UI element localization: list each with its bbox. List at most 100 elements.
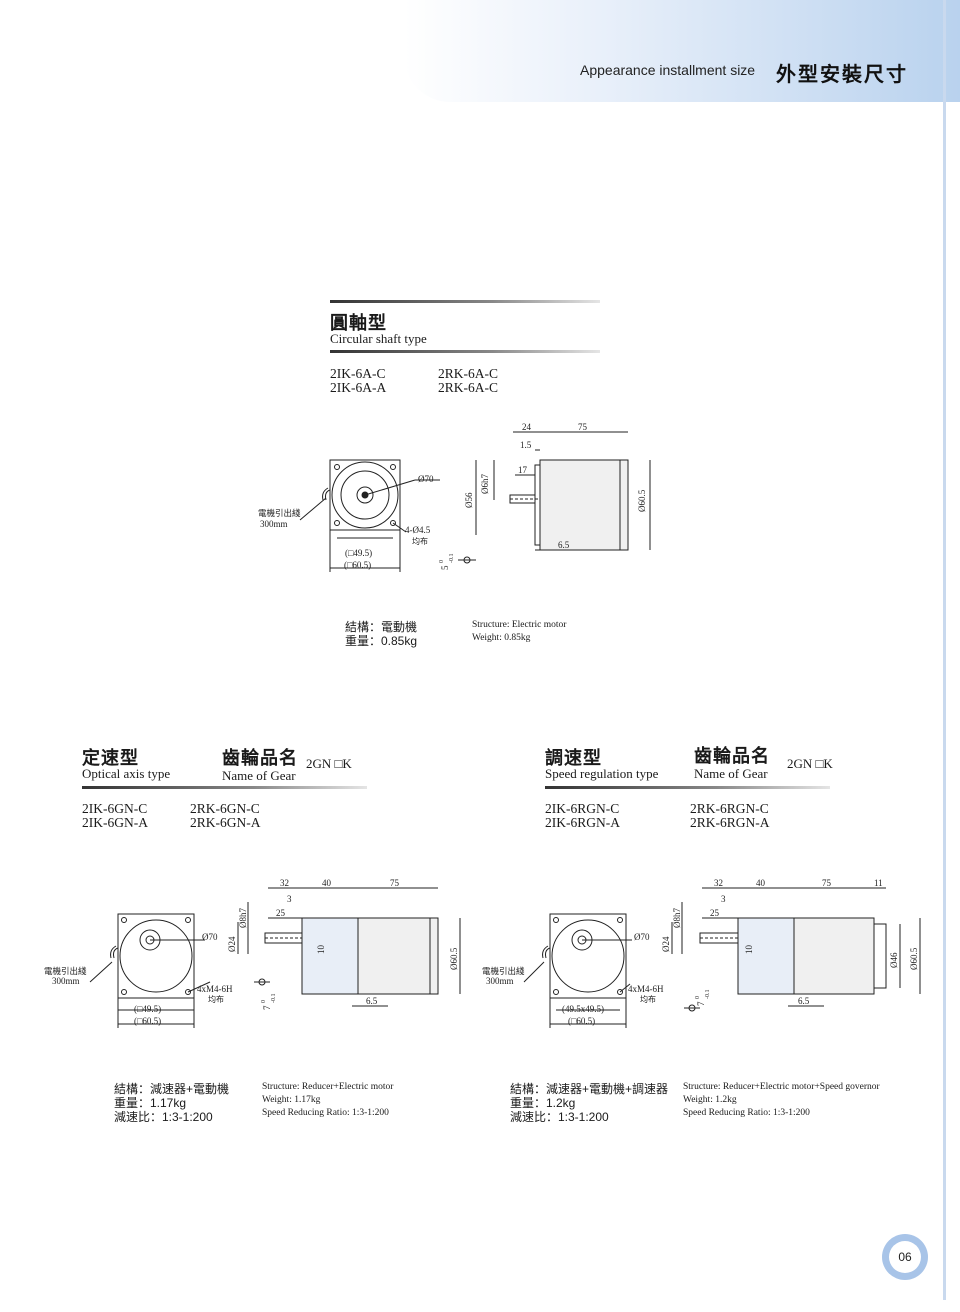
side-d11-label: 11: [874, 878, 883, 888]
circular-front-view: [299, 459, 476, 572]
speed-side-view: [671, 887, 921, 1007]
header-title-en: Appearance installment size: [580, 62, 756, 78]
mount-hole: [390, 464, 396, 470]
optical-side-view: [237, 887, 461, 1007]
holes-label: 4xM4-6H: [628, 984, 664, 994]
side-d46-label: Ø46: [889, 952, 899, 968]
speed-title-zh: 調速型: [545, 748, 602, 768]
optical-front-view: [89, 913, 270, 1028]
speed-gear-en: Name of Gear: [694, 766, 768, 781]
governor-end: [873, 923, 887, 989]
square-outer-label: (□60.5): [134, 1016, 161, 1026]
square-outer-label: (□60.5): [344, 560, 371, 570]
weight-en: Weight: 0.85kg: [472, 633, 531, 643]
model-item: 2IK-6RGN-C: [545, 801, 620, 816]
side-d6h7-label: Ø6h7: [480, 474, 490, 494]
model-list-left: 2IK-6GN-C 2IK-6GN-A: [82, 802, 148, 830]
model-item: 2IK-6GN-A: [82, 815, 148, 830]
mount-hole: [185, 989, 191, 995]
side-d25-label: 25: [276, 908, 286, 918]
leader-line: [392, 522, 407, 533]
lead-wire-label: 電機引出綫: [44, 966, 87, 977]
speed-drawing: Ø70 電機引出綫 300mm 4xM4-6H 均布 (49.5x49.5) (…: [482, 878, 921, 1028]
weight-zh: 重量：1.17kg: [114, 1096, 187, 1110]
model-item: 2IK-6RGN-A: [545, 815, 620, 830]
section-rule-top: [330, 300, 600, 303]
model-item: 2RK-6RGN-C: [690, 801, 769, 816]
side-d32-label: 32: [714, 878, 723, 888]
structure-zh: 結構：減速器+電動機: [114, 1082, 230, 1096]
section-rule: [545, 786, 830, 789]
side-rule: [943, 0, 946, 1300]
motor-body-side: [357, 917, 439, 995]
side-d8h7-label: Ø8h7: [672, 908, 682, 928]
ratio-zh: 減速比：1:3-1:200: [114, 1110, 213, 1124]
leader-line: [299, 497, 327, 521]
leader-line: [619, 983, 631, 993]
lead-wire-icon: [322, 487, 331, 501]
optical-gear-en: Name of Gear: [222, 768, 296, 783]
side-d75-label: 75: [390, 878, 400, 888]
side-d40-label: 40: [756, 878, 766, 888]
weight-en: Weight: 1.17kg: [262, 1095, 321, 1105]
page-number: 06: [889, 1241, 921, 1273]
optical-title-zh: 定速型: [82, 748, 139, 768]
structure-en: Structure: Reducer+Electric motor: [262, 1082, 394, 1092]
model-item: 2IK-6A-C: [330, 366, 386, 381]
optical-title-en: Optical axis type: [82, 766, 171, 781]
model-item: 2RK-6A-C: [438, 366, 498, 381]
mount-hole: [553, 989, 559, 995]
side-d6-5-label: 6.5: [366, 996, 378, 1006]
side-d3-label: 3: [721, 894, 726, 904]
weight-en: Weight: 1.2kg: [683, 1095, 737, 1105]
key-tolerance-upper: 0: [695, 996, 701, 999]
speed-front-view: [523, 913, 700, 1028]
structure-en: Structure: Reducer+Electric motor+Speed …: [683, 1082, 880, 1092]
circular-drawing: Ø70 電機引出綫 300mm 4-Ø4.5 均布 (□49.5) (□60.5…: [258, 422, 651, 572]
structure-zh: 結構：減速器+電動機+調速器: [510, 1082, 669, 1096]
mount-hole: [334, 464, 340, 470]
key-tolerance-upper: 0: [439, 560, 445, 563]
lead-wire-icon: [542, 945, 551, 959]
model-list-right: 2RK-6RGN-C 2RK-6RGN-A: [690, 802, 770, 830]
lead-length-label: 300mm: [52, 976, 80, 986]
header-band: [404, 0, 960, 102]
key-tolerance-lower: -0.1: [705, 990, 711, 1000]
mount-hole: [390, 520, 396, 526]
side-d24-label: 24: [522, 422, 532, 432]
circular-side-view: [475, 431, 651, 551]
key-tolerance-label: 7: [262, 1005, 272, 1010]
motor-body-side: [539, 459, 629, 551]
circular-title-en: Circular shaft type: [330, 331, 427, 346]
lead-length-label: 300mm: [486, 976, 514, 986]
side-d3-label: 3: [287, 894, 292, 904]
section-rule-bottom: [330, 350, 600, 353]
side-d60-5-label: Ø60.5: [449, 947, 459, 970]
side-d75-label: 75: [578, 422, 588, 432]
square-inner-label: (□49.5): [345, 548, 372, 558]
key-tolerance-lower: -0.1: [271, 994, 277, 1004]
weight-zh: 重量：0.85kg: [345, 634, 418, 648]
speed-spec-zh: 結構：減速器+電動機+調速器 重量：1.2kg 減速比：1:3-1:200: [510, 1082, 668, 1124]
circular-spec-zh: 結構：電動機 重量：0.85kg: [345, 620, 417, 648]
speed-gear-zh: 齒輪品名: [694, 746, 770, 766]
holes-note-label: 均布: [412, 536, 428, 546]
side-d60-5-label: Ø60.5: [637, 489, 647, 512]
model-item: 2IK-6GN-C: [82, 801, 148, 816]
model-list-right: 2RK-6GN-C 2RK-6GN-A: [190, 802, 261, 830]
holes-note-label: 均布: [208, 994, 224, 1004]
model-item: 2IK-6A-A: [330, 380, 387, 395]
speed-title-en: Speed regulation type: [545, 766, 659, 781]
leader-line: [89, 961, 113, 983]
leader-line: [523, 961, 545, 983]
header-title-zh: 外型安裝尺寸: [776, 64, 908, 86]
square-inner-label: (□49.5): [134, 1004, 161, 1014]
optical-spec-zh: 結構：減速器+電動機 重量：1.17kg 減速比：1:3-1:200: [114, 1082, 229, 1124]
model-list-left: 2IK-6RGN-C 2IK-6RGN-A: [545, 802, 620, 830]
circular-title-zh: 圓軸型: [330, 313, 387, 333]
side-d1-5-label: 1.5: [520, 440, 532, 450]
holes-label: 4xM4-6H: [197, 984, 233, 994]
gearbox-flange-square: [549, 913, 627, 999]
speed-spec-en: Structure: Reducer+Electric motor+Speed …: [683, 1081, 880, 1120]
motor-body-circle: [331, 461, 399, 529]
